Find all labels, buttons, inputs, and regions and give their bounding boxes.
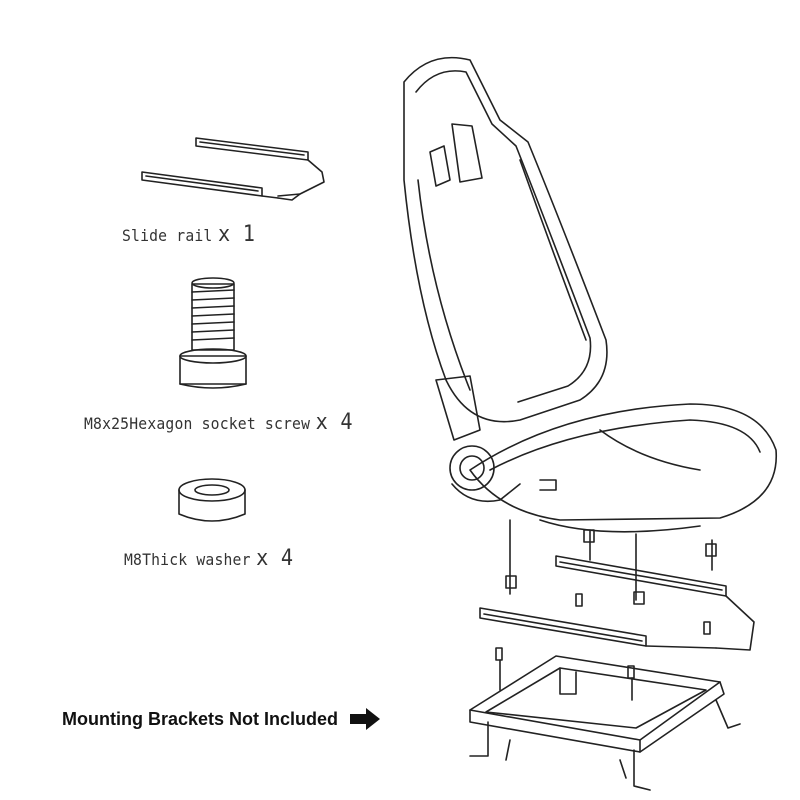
mounting-bracket-drawing	[469, 655, 741, 791]
screw-qty: x 4	[315, 410, 353, 435]
arrow-right-icon	[350, 708, 381, 730]
racing-seat-drawing	[403, 56, 777, 533]
notice-text: Mounting Brackets Not Included	[62, 708, 339, 729]
slide-rail-qty: x 1	[217, 222, 256, 247]
slide-rail-drawing	[141, 137, 325, 201]
washer-label: M8Thick washer x 4	[124, 546, 293, 571]
mounting-bolts-drawing	[495, 519, 717, 701]
slide-rail-name: Slide rail	[122, 226, 213, 245]
seat-slide-rails-drawing	[479, 555, 755, 651]
screw-name: M8x25Hexagon socket screw	[84, 414, 311, 433]
washer-name: M8Thick washer	[124, 550, 251, 569]
washer-qty: x 4	[256, 546, 294, 571]
thick-washer-drawing	[178, 478, 246, 522]
brackets-not-included-notice: Mounting Brackets Not Included	[62, 708, 381, 730]
hex-socket-screw-drawing	[179, 277, 247, 389]
